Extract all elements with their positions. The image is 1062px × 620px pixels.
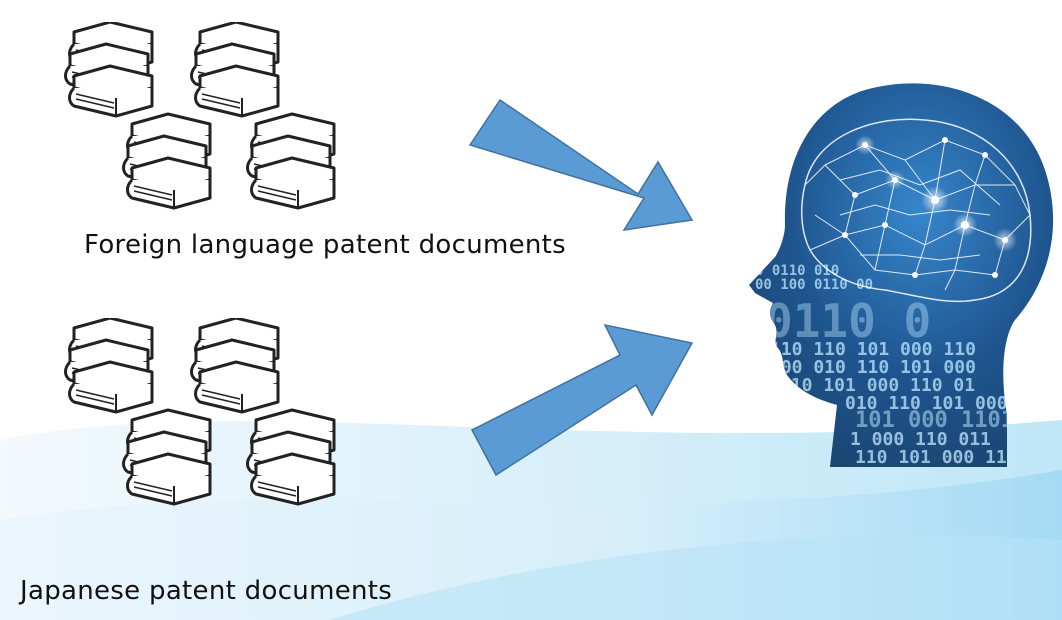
svg-text:110 110 101 000 110: 110 110 101 000 110 [770,339,976,360]
books-icon [62,22,362,222]
right-arrow-icon [468,98,694,231]
svg-text:0110 0: 0110 0 [765,294,931,348]
ai-brain-head-icon: 0 0110 010 00 100 0110 00 0110 0 110 110… [749,83,1054,467]
japanese-documents-label: Japanese patent documents [20,576,393,606]
svg-text:110 101 000 110: 110 101 000 110 [855,447,1018,467]
svg-text:100 010 110 101 000: 100 010 110 101 000 [770,357,976,378]
svg-text:101 000 1101: 101 000 1101 [855,408,1014,433]
books-icon [62,318,362,518]
svg-text:1 000 110 011: 1 000 110 011 [850,429,991,450]
svg-text:0 0110 010: 0 0110 010 [755,263,839,279]
right-arrow-icon [470,323,694,477]
svg-text:010 110 101 000: 010 110 101 000 [845,393,1008,414]
svg-text:110 101 000 110 01: 110 101 000 110 01 [780,375,975,396]
svg-text:00 100 0110 00: 00 100 0110 00 [755,277,873,293]
foreign-documents-label: Foreign language patent documents [84,230,567,260]
